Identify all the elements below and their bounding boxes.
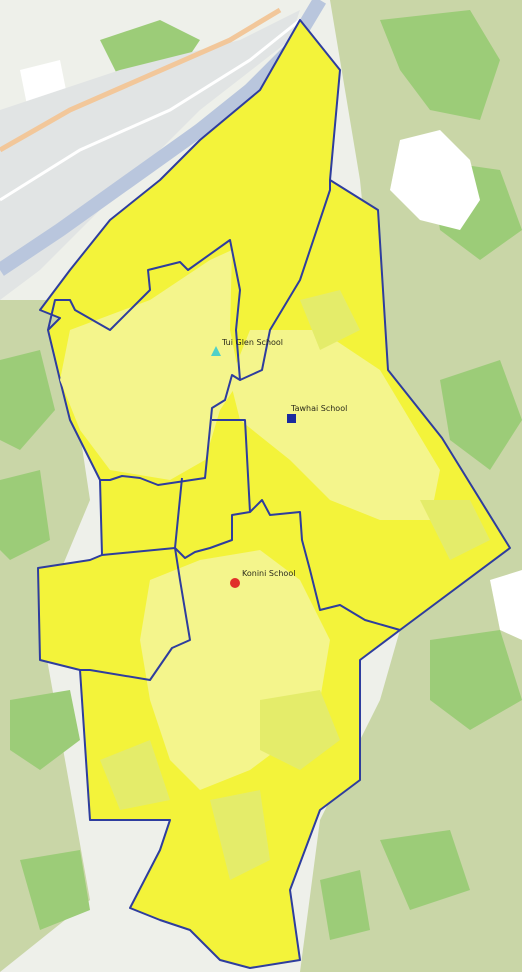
zone-boundary [47,239,241,486]
vegetation-area [440,360,522,470]
tawhai-school-marker-icon[interactable] [287,414,296,423]
suburban-area [300,290,360,350]
suburban-area [60,250,240,480]
vegetation-area [20,850,90,930]
vegetation-area [380,830,470,910]
vegetation-area [0,470,50,560]
open-area [490,570,522,640]
vegetation-area [0,300,90,972]
vegetation-area [320,870,370,940]
vegetation-area [430,630,522,730]
zone-boundary [174,419,251,559]
zone-boundary [80,547,191,681]
tui-glen-school-marker-icon[interactable] [211,346,221,356]
suburban-area [260,690,340,770]
tui-glen-school-label: Tui Glen School [221,338,283,347]
suburban-area [230,330,440,520]
open-area [390,130,480,230]
konini-school-label: Konini School [242,569,295,578]
konini-school-marker-icon[interactable] [230,578,240,588]
vegetation-area [0,350,55,450]
vegetation-area [380,10,500,120]
main-road [0,7,282,153]
suburban-area [100,740,170,810]
suburban-area [420,500,490,560]
zone-boundary [249,499,401,631]
vegetation-area [10,690,80,770]
zone-boundary [239,180,331,381]
road [0,18,301,202]
suburban-area [210,790,270,880]
school-zone[interactable] [37,19,511,969]
tawhai-school-label: Tawhai School [290,404,347,413]
